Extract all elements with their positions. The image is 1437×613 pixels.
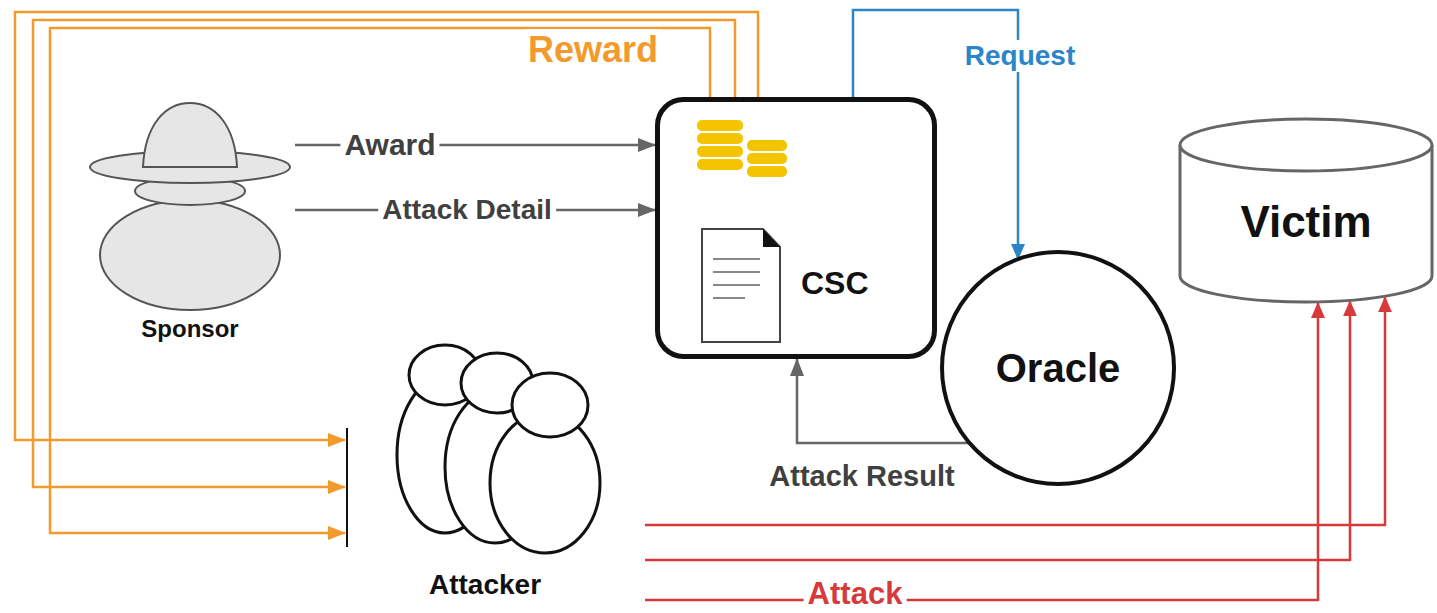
label-holder: Request bbox=[961, 40, 1079, 72]
coin-icon bbox=[697, 120, 743, 131]
reward-arrow bbox=[15, 12, 758, 440]
sponsor-figure: Sponsor bbox=[85, 95, 295, 345]
node-label: Victim bbox=[1240, 197, 1371, 248]
document-line bbox=[713, 297, 745, 299]
node-label: Attacker bbox=[429, 569, 541, 601]
edge-label: Request bbox=[961, 40, 1079, 72]
document-icon bbox=[702, 229, 780, 342]
edge-label: Award bbox=[340, 128, 439, 163]
oracle-circle: Oracle bbox=[940, 250, 1176, 486]
node-label: Sponsor bbox=[141, 315, 238, 343]
reward-arrow bbox=[50, 28, 710, 533]
victim-cylinder: Victim bbox=[1178, 118, 1434, 303]
coin-icon bbox=[747, 153, 787, 164]
coin-icon bbox=[697, 146, 743, 157]
edge-label: Attack Detail bbox=[378, 194, 556, 226]
edge-label: Attack bbox=[804, 576, 907, 612]
node-label: Oracle bbox=[996, 345, 1121, 391]
label-holder: Attack Result bbox=[765, 460, 958, 493]
coin-icon bbox=[747, 166, 787, 177]
node-outline bbox=[655, 97, 937, 359]
figure-part bbox=[100, 200, 280, 310]
edge-label: Attack Result bbox=[765, 460, 958, 493]
edge-label: Reward bbox=[524, 29, 662, 70]
label-holder: Attack Detail bbox=[378, 194, 556, 226]
node-outline bbox=[85, 95, 295, 345]
hat-crown bbox=[143, 103, 237, 167]
reward-bar bbox=[346, 428, 348, 547]
document-line bbox=[713, 284, 760, 286]
node-label: CSC bbox=[801, 265, 869, 302]
oracle-outline bbox=[942, 252, 1174, 484]
label-holder: Attack bbox=[804, 576, 907, 612]
document-fold bbox=[763, 229, 780, 247]
coin-icon bbox=[697, 133, 743, 144]
document-line bbox=[713, 271, 760, 273]
contract-box: CSC bbox=[655, 97, 937, 359]
coin-icon bbox=[697, 159, 743, 170]
label-holder: Reward bbox=[524, 29, 662, 70]
coin-icon bbox=[747, 140, 787, 151]
attacker-figures: Attacker bbox=[345, 335, 645, 605]
contract-border bbox=[658, 100, 935, 357]
reward-arrow bbox=[33, 20, 735, 487]
node-outline bbox=[345, 335, 645, 605]
label-holder: Award bbox=[340, 128, 439, 163]
figure-part bbox=[1180, 119, 1432, 171]
figure-part bbox=[512, 373, 588, 437]
document-line bbox=[713, 258, 760, 260]
